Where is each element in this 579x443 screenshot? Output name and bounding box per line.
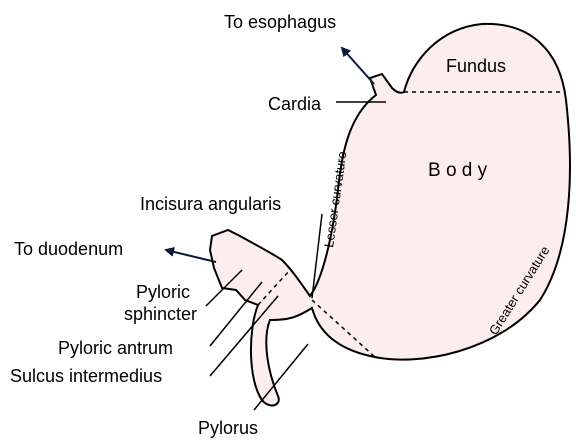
pyloric-sphincter-label-line1: Pyloric	[136, 282, 190, 302]
to-esophagus-label: To esophagus	[224, 12, 336, 32]
sulcus-intermedius-label: Sulcus intermedius	[10, 366, 162, 386]
body-label: B o d y	[428, 160, 488, 181]
duodenum-arrow	[166, 250, 216, 262]
to-duodenum-label: To duodenum	[14, 239, 123, 259]
cardia-label: Cardia	[268, 94, 322, 114]
pylorus-label: Pylorus	[198, 418, 258, 438]
stomach-shape	[210, 24, 570, 406]
incisura-angularis-label: Incisura angularis	[140, 194, 281, 214]
fundus-label: Fundus	[446, 56, 506, 76]
pyloric-sphincter-label-line2: sphincter	[124, 304, 197, 324]
esophagus-arrow	[342, 48, 374, 84]
pyloric-antrum-label: Pyloric antrum	[58, 338, 173, 358]
